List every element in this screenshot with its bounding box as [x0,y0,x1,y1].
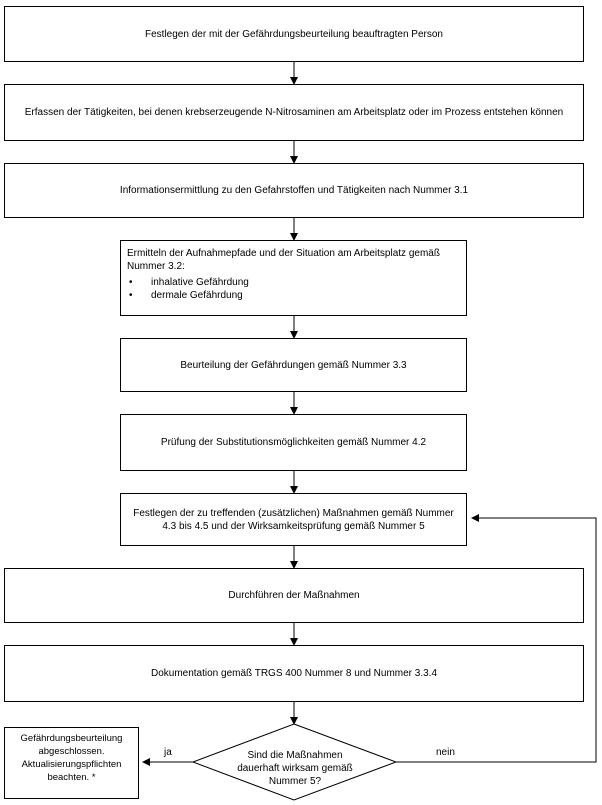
step-implement-measures-label: Durchführen der Maßnahmen [228,590,360,601]
end-assessment-completed-label: Gefährdungsbeurteilung abgeschlossen. Ak… [20,733,123,783]
branch-label-yes: ja [164,747,172,758]
step-assign-person-label: Festlegen der mit der Gefährdungsbeurtei… [145,28,443,40]
decision-question: Sind die Maßnahmen dauerhaft wirksam gem… [237,750,353,787]
step-record-activities: Erfassen der Tätigkeiten, bei denen kreb… [4,84,584,141]
step-information-gathering: Informationsermittlung zu den Gefahrstof… [4,163,584,218]
arrow-no-loop [396,514,597,763]
step-documentation: Dokumentation gemäß TRGS 400 Nummer 8 un… [4,645,584,702]
step-assign-person: Festlegen der mit der Gefährdungsbeurtei… [4,6,584,62]
decision-diamond [191,723,398,801]
step-record-activities-label: Erfassen der Tätigkeiten, bei denen kreb… [24,107,564,118]
step-assessment: Beurteilung der Gefährdungen gemäß Numme… [120,338,467,392]
branch-label-no: nein [436,747,455,758]
step-information-gathering-label: Informationsermittlung zu den Gefahrstof… [119,185,469,196]
step-assessment-label: Beurteilung der Gefährdungen gemäß Numme… [180,359,407,371]
step-define-measures-label: Festlegen der zu treffenden (zusätzliche… [133,507,454,532]
step-define-measures: Festlegen der zu treffenden (zusätzliche… [120,493,467,546]
step-substitution-check: Prüfung der Substitutionsmöglichkeiten g… [120,414,467,471]
step-exposure-pathways-label: Ermitteln der Aufnahmepfade und der Situ… [127,248,440,272]
exposure-pathways-list: inhalative Gefährdung dermale Gefährdung [127,276,460,302]
list-item-inhalative: inhalative Gefährdung [127,276,460,289]
step-documentation-label: Dokumentation gemäß TRGS 400 Nummer 8 un… [150,668,438,679]
step-exposure-pathways: Ermitteln der Aufnahmepfade und der Situ… [120,240,467,316]
step-substitution-check-label: Prüfung der Substitutionsmöglichkeiten g… [160,437,427,448]
end-assessment-completed: Gefährdungsbeurteilung abgeschlossen. Ak… [4,727,139,799]
list-item-dermal: dermale Gefährdung [127,289,460,302]
step-implement-measures: Durchführen der Maßnahmen [4,568,584,623]
